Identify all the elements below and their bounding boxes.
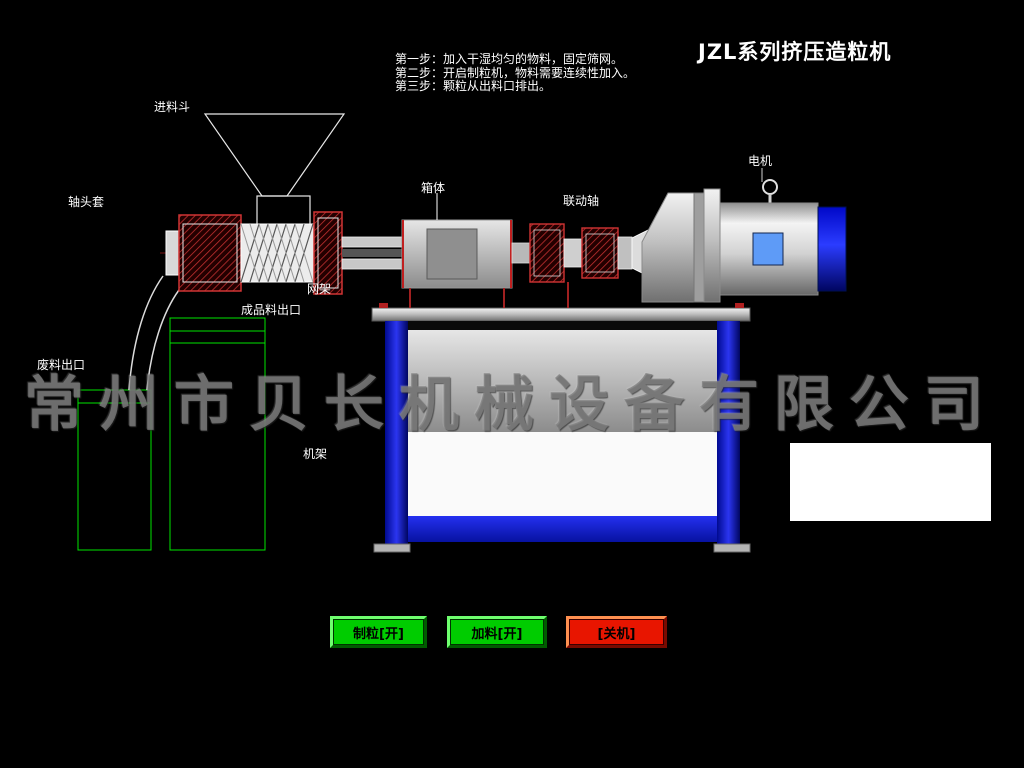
label-waste-outlet: 废料出口 (37, 358, 86, 372)
coupling-shaft-shape (511, 223, 649, 308)
waste-chute (128, 275, 180, 391)
label-motor: 电机 (748, 154, 773, 168)
motor-body (719, 202, 847, 296)
feed-on-button[interactable]: 加料[开] (447, 616, 547, 648)
label-machine-frame: 机架 (303, 447, 328, 461)
feed-hopper-shape (203, 113, 346, 229)
label-box-body: 箱体 (421, 181, 446, 195)
instruction-step-3: 第三步：颗粒从出料口排出。 (395, 79, 552, 93)
instruction-step-1: 第一步：加入干湿均匀的物料，固定筛网。 (395, 52, 624, 66)
frame-stand (371, 303, 751, 553)
granulate-on-button[interactable]: 制粒[开] (330, 616, 427, 648)
label-feed-hopper: 进料斗 (154, 100, 191, 114)
motor-bracket (641, 168, 778, 303)
label-shaft-head-sleeve: 轴头套 (68, 195, 105, 209)
eye-bolt-icon (762, 179, 778, 195)
instruction-step-2: 第二步：开启制粒机，物料需要连续性加入。 (395, 65, 636, 80)
box-body-shape (401, 193, 513, 308)
blank-panel (790, 443, 991, 521)
label-product-outlet: 成品料出口 (241, 303, 302, 317)
company-watermark: 常州市贝长机械设备有限公司 (24, 370, 999, 440)
product-outlet-box (169, 317, 266, 551)
screw-assembly (160, 211, 650, 295)
instructions-block: 第一步：加入干湿均匀的物料，固定筛网。 第二步：开启制粒机，物料需要连续性加入。… (395, 52, 636, 94)
label-mesh-frame: 网架 (307, 282, 332, 296)
waste-outlet-box (77, 389, 152, 551)
shutdown-button[interactable]: [关机] (566, 616, 667, 648)
label-coupling-shaft: 联动轴 (563, 194, 600, 208)
page-title: JZL系列挤压造粒机 (698, 40, 892, 64)
